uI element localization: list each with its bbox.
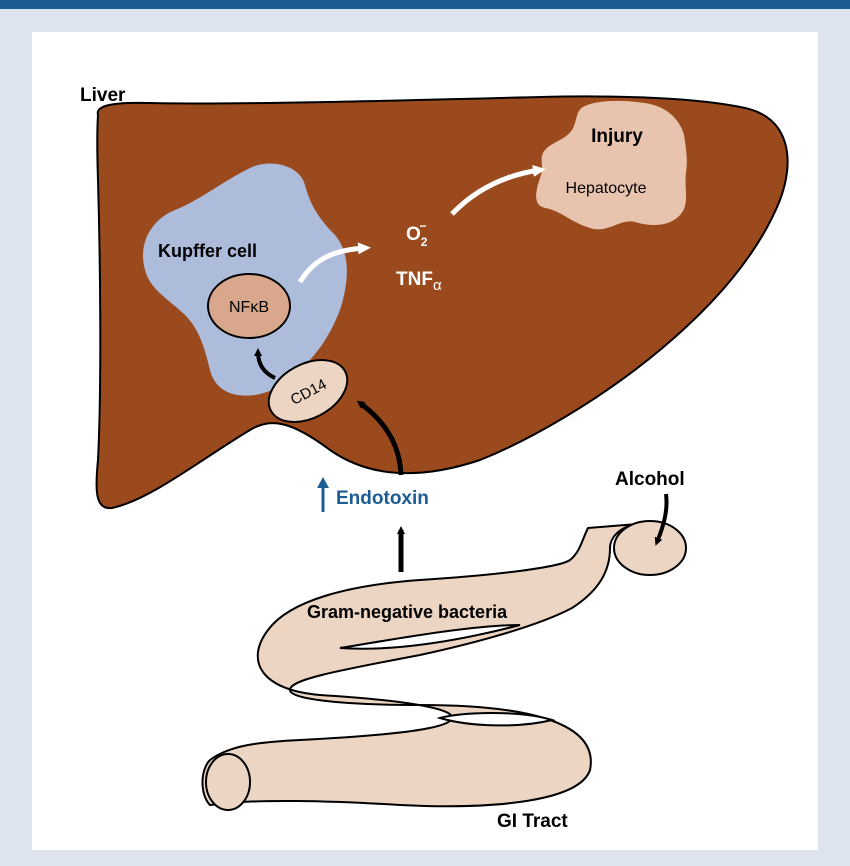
superoxide-sub: 2 bbox=[421, 235, 428, 249]
superoxide-o: O bbox=[406, 224, 421, 245]
mediators-to-hepatocyte-arrow bbox=[450, 165, 546, 216]
gi-tract-shape bbox=[201, 521, 651, 808]
gram-negative-bacteria-label: Gram-negative bacteria bbox=[307, 602, 508, 622]
gi-fold-gap-lower bbox=[436, 712, 556, 727]
kupffer-cell-label: Kupffer cell bbox=[158, 241, 257, 261]
gi-upper-opening bbox=[613, 520, 687, 576]
cd14-to-nfkb-arrow bbox=[254, 348, 276, 380]
injury-label: Injury bbox=[591, 126, 643, 147]
superoxide-label: O2 − bbox=[406, 219, 428, 249]
endotoxin-up-arrowhead-icon bbox=[317, 477, 329, 488]
endotoxin-to-cd14-arrow bbox=[356, 400, 404, 476]
gi-tract-label: GI Tract bbox=[497, 811, 568, 832]
kupffer-to-mediators-arrow bbox=[297, 242, 371, 284]
gi-fold-gap-upper bbox=[339, 624, 521, 650]
liver-label: Liver bbox=[80, 85, 126, 106]
superoxide-sup: − bbox=[419, 219, 426, 233]
gi-lower-opening bbox=[205, 753, 251, 811]
alcohol-label: Alcohol bbox=[615, 469, 685, 490]
top-bar bbox=[0, 0, 850, 9]
nfkb-ellipse bbox=[207, 273, 291, 339]
tnf-sub: α bbox=[433, 277, 442, 294]
hepatocyte-label: Hepatocyte bbox=[566, 180, 647, 197]
alcohol-arrow bbox=[654, 493, 669, 546]
endotoxin-label: Endotoxin bbox=[336, 488, 429, 509]
cd14-ellipse bbox=[267, 359, 349, 423]
tnf-alpha-label: TNFα bbox=[396, 269, 442, 294]
tnf-text: TNF bbox=[396, 269, 433, 290]
nfkb-label: NFκB bbox=[229, 299, 269, 316]
hepatocyte-shape bbox=[536, 100, 687, 230]
